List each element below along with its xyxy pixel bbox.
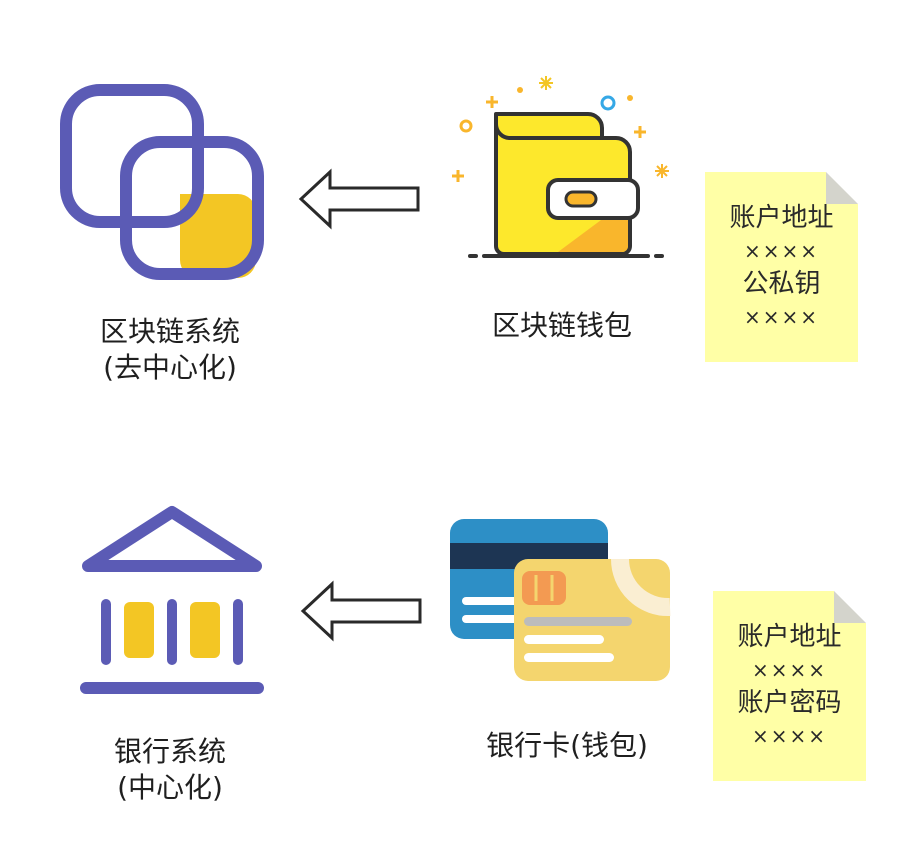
sparkle-decoration: [452, 76, 669, 182]
bank-icon: [80, 506, 264, 694]
bank-card-label: 银行卡(钱包): [486, 729, 648, 762]
note-field2-value: ××××: [743, 305, 820, 329]
blockchain-system-subtitle: (去中心化): [103, 351, 237, 384]
note-field2-value: ××××: [751, 724, 828, 748]
note-field1-label: 账户地址: [737, 622, 842, 652]
bank-system-title: 银行系统: [113, 735, 226, 768]
left-arrow-icon: [300, 580, 422, 642]
blockchain-system-title: 区块链系统: [99, 315, 240, 348]
blockchain-system-label: 区块链系统 (去中心化): [70, 314, 270, 386]
left-arrow-icon: [298, 168, 420, 230]
bank-system-subtitle: (中心化): [117, 771, 223, 804]
note-fold-corner: [826, 172, 858, 204]
bank-system-label: 银行系统 (中心化): [70, 734, 270, 806]
bank-cards-icon: [450, 519, 671, 681]
note-field1-label: 账户地址: [729, 203, 834, 233]
note-field2-label: 账户密码: [737, 688, 842, 718]
wallet-icon: [452, 76, 669, 258]
blockchain-squares-icon: [60, 84, 264, 280]
note-field2-label: 公私钥: [742, 269, 821, 299]
blockchain-wallet-label: 区块链钱包: [491, 309, 632, 342]
credentials-note: 账户地址 ×××× 账户密码 ××××: [713, 591, 866, 781]
credentials-note: 账户地址 ×××× 公私钥 ××××: [705, 172, 858, 362]
note-field1-value: ××××: [751, 658, 828, 682]
note-field1-value: ××××: [743, 239, 820, 263]
note-fold-corner: [834, 591, 866, 623]
